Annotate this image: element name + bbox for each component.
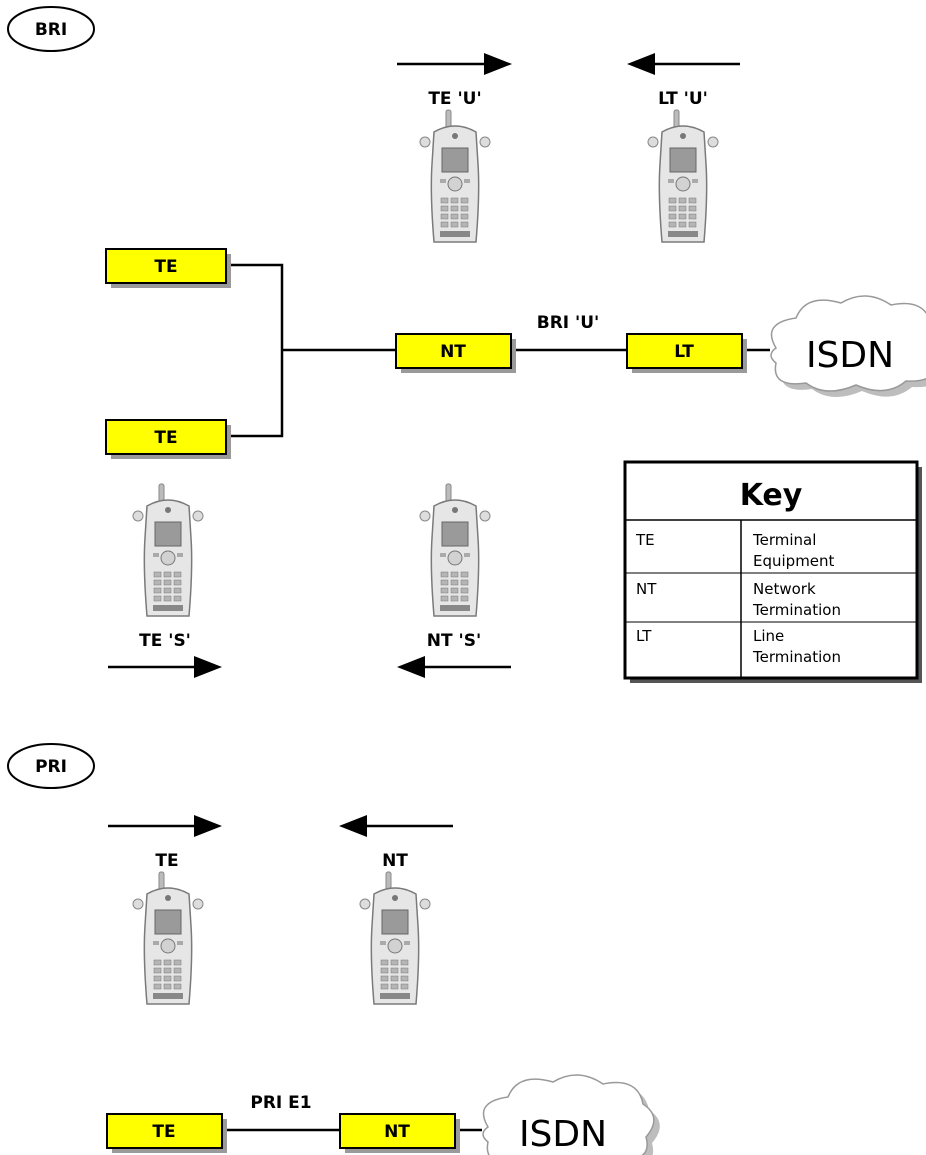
bri-lt-box-label: LT <box>674 342 694 362</box>
handheld-tester-icon <box>419 109 491 243</box>
direction-arrow-icon <box>339 815 453 837</box>
direction-arrow-icon <box>108 656 222 678</box>
handheld-tester-icon <box>359 871 431 1005</box>
bri-lt-box: LT <box>626 333 747 373</box>
key-row-desc-line1: Network <box>753 580 816 598</box>
key-row-desc-line1: Terminal <box>752 531 816 549</box>
bri-badge: BRI <box>7 6 95 52</box>
direction-arrow-icon <box>108 815 222 837</box>
key-row-desc-line2: Termination <box>752 601 841 619</box>
key-row-desc-line2: Equipment <box>753 552 835 570</box>
isdn-cloud-icon: ISDN <box>770 295 926 398</box>
direction-arrow-icon <box>397 53 512 75</box>
key-row-abbr: NT <box>636 580 657 598</box>
pri-badge-label: PRI <box>35 757 67 777</box>
isdn-cloud-icon: ISDN <box>482 1074 660 1155</box>
key-title: Key <box>740 478 803 513</box>
handheld-tester-icon <box>647 109 719 243</box>
tester-label-pri-te: TE <box>155 851 178 871</box>
bri-cloud-label: ISDN <box>806 335 894 376</box>
key-row-desc-line1: Line <box>753 627 784 645</box>
bri-link-label: BRI 'U' <box>537 313 600 333</box>
key-table: Key TE Terminal Equipment NT Network Ter… <box>623 460 922 683</box>
key-row-abbr: LT <box>636 627 652 645</box>
tester-label-te-s: TE 'S' <box>139 631 191 651</box>
bri-nt-box: NT <box>395 333 516 373</box>
pri-te-box: TE <box>106 1113 227 1153</box>
tester-label-te-u: TE 'U' <box>428 89 481 109</box>
handheld-tester-icon <box>419 483 491 617</box>
bri-te-box-bottom-label: TE <box>154 428 177 448</box>
bri-nt-box-label: NT <box>440 342 466 362</box>
tester-label-lt-u: LT 'U' <box>658 89 708 109</box>
tester-label-pri-nt: NT <box>382 851 408 871</box>
direction-arrow-icon <box>627 53 740 75</box>
bri-te-box-top: TE <box>105 248 231 288</box>
pri-te-box-label: TE <box>152 1122 175 1142</box>
handheld-tester-icon <box>132 871 204 1005</box>
handheld-tester-icon <box>132 483 204 617</box>
pri-link-label: PRI E1 <box>250 1093 311 1113</box>
bri-wiring <box>227 263 770 438</box>
pri-nt-box-label: NT <box>384 1122 410 1142</box>
bri-badge-label: BRI <box>35 20 67 40</box>
key-row-abbr: TE <box>635 531 655 549</box>
pri-badge: PRI <box>7 743 95 789</box>
bri-te-box-top-label: TE <box>154 257 177 277</box>
key-row-desc-line2: Termination <box>752 648 841 666</box>
tester-label-nt-s: NT 'S' <box>427 631 481 651</box>
pri-cloud-label: ISDN <box>519 1114 607 1155</box>
direction-arrow-icon <box>397 656 511 678</box>
pri-nt-box: NT <box>339 1113 460 1153</box>
bri-te-box-bottom: TE <box>105 419 231 459</box>
